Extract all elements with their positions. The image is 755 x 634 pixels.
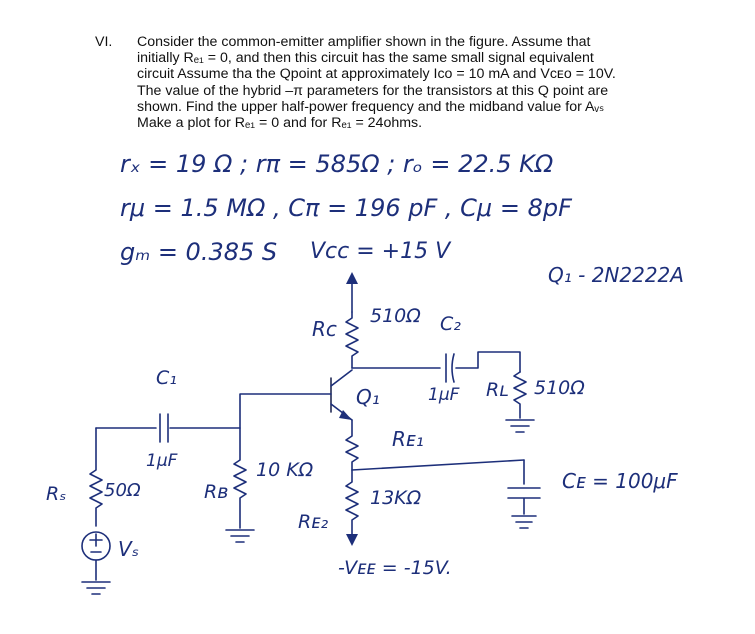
problem-line: The value of the hybrid –π parameters fo… [137, 82, 609, 99]
rb-label: Rʙ [204, 481, 228, 503]
vcc-arrowhead [346, 272, 358, 284]
problem-text: Consider the common-emitter amplifier sh… [137, 34, 737, 131]
q1-transistor [330, 369, 353, 421]
problem-line: shown. Find the upper half-power frequen… [137, 98, 605, 115]
re2-resistor [345, 469, 359, 541]
problem-line: Make a plot for Rₑ₁ = 0 and for Rₑ₁ = 24… [137, 115, 423, 132]
c2-label: C₂ [440, 313, 461, 335]
vcc-label: Vcc = +15 V [310, 239, 452, 264]
c1-capacitor [159, 413, 169, 443]
transistor-part-label: Q₁ - 2N2222A [548, 263, 684, 287]
vcc-arrow [346, 272, 358, 313]
rc-value: 510Ω [370, 305, 421, 327]
c2-capacitor [445, 353, 455, 383]
rb-value: 10 KΩ [256, 459, 314, 481]
q1-emitter-arrow [339, 410, 352, 420]
re1-resistor [345, 419, 359, 471]
rl-ground [505, 419, 535, 433]
rl-value: 510Ω [534, 377, 585, 399]
rb-resistor [233, 427, 247, 529]
vee-label: -Vᴇᴇ = -15V. [338, 557, 452, 579]
vs-source [81, 531, 111, 561]
re2-value: 13KΩ [370, 487, 422, 509]
rc-label: Rc [312, 317, 337, 341]
c1-value: 1μF [146, 451, 178, 471]
ce-label: Cᴇ = 100μF [562, 469, 678, 493]
c2-output-wire [455, 351, 521, 373]
emitter-bypass-wire [351, 459, 525, 471]
q1-collector-lead [330, 369, 353, 387]
problem-line: circuit Assume tha the Qpoint at approxi… [137, 66, 616, 83]
rl-resistor [513, 371, 527, 419]
re2-label: Rᴇ₂ [298, 511, 329, 533]
rs-resistor [89, 427, 103, 527]
vs-ground [81, 581, 111, 595]
rl-label: Rʟ [486, 379, 509, 401]
problem-line: Consider the common-emitter amplifier sh… [137, 34, 591, 50]
ce-capacitor [507, 459, 541, 515]
params-line-2: rμ = 1.5 MΩ , Cπ = 196 pF , Cμ = 8pF [120, 194, 573, 222]
vs-label: Vₛ [118, 537, 139, 561]
problem-number: VI. [95, 34, 113, 50]
base-wire [169, 393, 332, 429]
problem-line: initially Rₑ₁ = 0, and then this circuit… [137, 50, 594, 67]
vee-arrowhead [346, 534, 358, 546]
rb-ground [225, 529, 255, 543]
params-line-3: gₘ = 0.385 S [120, 238, 277, 266]
rc-resistor [345, 311, 359, 369]
c2-value: 1μF [428, 385, 460, 405]
params-line-1: rₓ = 19 Ω ; rπ = 585Ω ; rₒ = 22.5 KΩ [120, 150, 554, 178]
c1-label: C₁ [156, 367, 177, 389]
vs-polarity-marks [89, 533, 103, 553]
re1-label: Rᴇ₁ [392, 427, 424, 451]
ce-ground [511, 515, 537, 529]
q1-label: Q₁ [356, 385, 380, 409]
rs-value: 50Ω [104, 480, 141, 501]
rs-label: Rₛ [46, 483, 66, 505]
